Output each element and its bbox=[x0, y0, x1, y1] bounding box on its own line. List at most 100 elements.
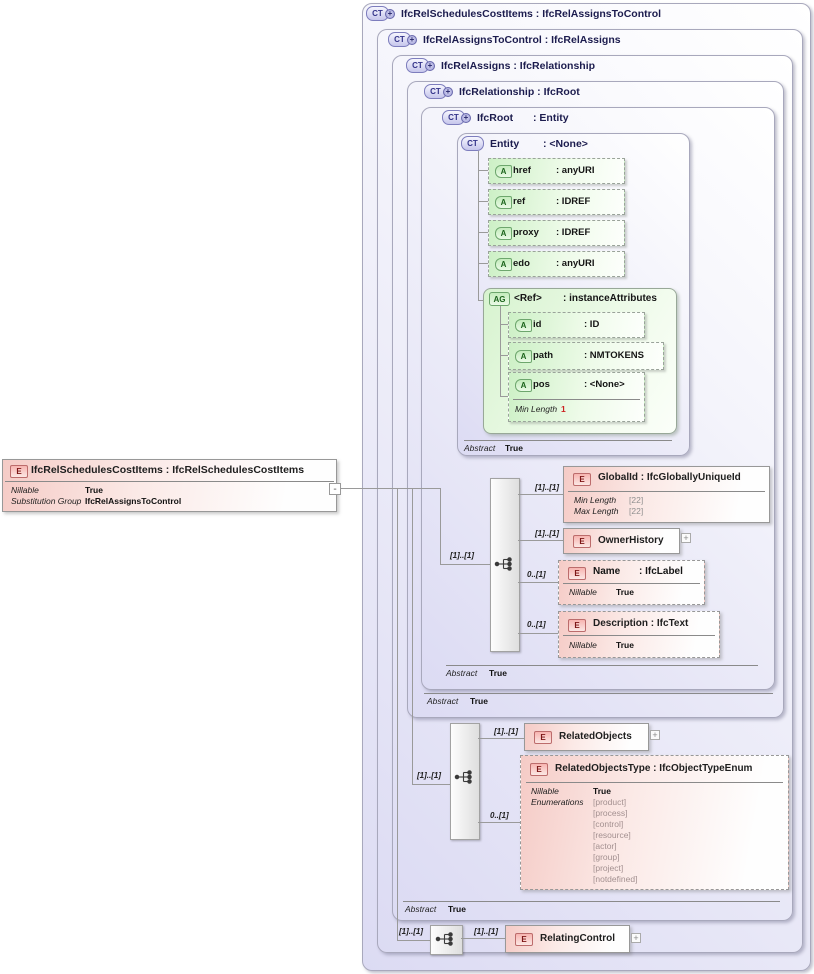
sequence-cardinality: [1]..[1] bbox=[399, 927, 423, 936]
connector-line bbox=[500, 355, 508, 356]
attribute-name: path bbox=[533, 350, 554, 361]
complex-type-icon: CT+ bbox=[366, 6, 395, 21]
plus-badge-icon: + bbox=[425, 60, 435, 71]
abstract-label: Abstract bbox=[464, 443, 496, 453]
expand-icon[interactable]: + bbox=[681, 533, 691, 543]
plus-badge-icon: + bbox=[443, 86, 453, 97]
connector-line bbox=[478, 201, 488, 202]
property-label: Nillable bbox=[11, 485, 39, 495]
sequence-compositor[interactable] bbox=[430, 925, 463, 955]
abstract-separator bbox=[403, 901, 780, 902]
property-separator bbox=[526, 782, 783, 783]
element-globalid[interactable]: E GlobalId : IfcGloballyUniqueId Min Len… bbox=[563, 466, 770, 523]
connector-line bbox=[518, 633, 558, 634]
facet-separator bbox=[513, 399, 640, 400]
attribute-href[interactable]: A href: anyURI bbox=[488, 158, 625, 184]
attribute-ref[interactable]: A ref : IDREF bbox=[488, 189, 625, 215]
attribute-name: ref bbox=[513, 196, 526, 207]
attribute-name: href bbox=[513, 165, 531, 176]
abstract-separator bbox=[424, 693, 773, 694]
collapse-icon[interactable]: - bbox=[329, 483, 341, 495]
element-title: OwnerHistory bbox=[598, 535, 664, 546]
attribute-proxy[interactable]: A proxy: IDREF bbox=[488, 220, 625, 246]
attribute-icon: A bbox=[515, 319, 532, 332]
plus-badge-icon: + bbox=[407, 34, 417, 45]
type-base: : Entity bbox=[533, 111, 569, 124]
element-icon: E bbox=[10, 465, 28, 478]
enum-value: [process] bbox=[593, 808, 628, 818]
property-separator bbox=[568, 491, 765, 492]
type-header-ifcrelationship[interactable]: CT+ IfcRelationship : IfcRoot bbox=[424, 84, 580, 99]
complex-type-icon: CT bbox=[461, 136, 484, 151]
element-description[interactable]: E Description : IfcText Nillable True bbox=[558, 611, 720, 658]
enum-value: [resource] bbox=[593, 830, 631, 840]
connector-line bbox=[518, 582, 558, 583]
complex-type-icon: CT+ bbox=[442, 110, 471, 125]
attribute-group-name: <Ref> bbox=[514, 293, 542, 304]
type-header-entity[interactable]: CT Entity: <None> bbox=[461, 136, 588, 151]
enum-value: [notdefined] bbox=[593, 874, 638, 884]
property-label: Nillable bbox=[531, 786, 559, 796]
property-value: True bbox=[616, 587, 634, 597]
connector-line bbox=[440, 488, 441, 564]
attribute-icon: A bbox=[495, 196, 512, 209]
element-icon: E bbox=[530, 763, 548, 776]
attribute-group-label: <Ref> : instanceAttributes bbox=[514, 293, 657, 304]
sequence-cardinality: [1]..[1] bbox=[450, 551, 474, 560]
type-header-ifcrelassigns[interactable]: CT+ IfcRelAssigns : IfcRelationship bbox=[406, 58, 595, 73]
element-cardinality: 0..[1] bbox=[527, 620, 546, 629]
attribute-pos[interactable]: A pos: <None> Min Length 1 bbox=[508, 372, 645, 422]
type-title: IfcRelAssignsToControl : IfcRelAssigns bbox=[423, 33, 621, 46]
property-label: Enumerations bbox=[531, 797, 584, 807]
abstract-label: Abstract bbox=[446, 668, 478, 678]
complex-type-icon: CT+ bbox=[406, 58, 435, 73]
property-separator bbox=[563, 635, 715, 636]
element-declaration-box[interactable]: E IfcRelSchedulesCostItems : IfcRelSched… bbox=[2, 459, 337, 512]
expand-icon[interactable]: + bbox=[650, 730, 660, 740]
sequence-icon bbox=[435, 932, 453, 946]
abstract-value: True bbox=[448, 904, 466, 914]
connector-line bbox=[440, 564, 490, 565]
element-icon: E bbox=[534, 731, 552, 744]
plus-badge-icon: + bbox=[385, 8, 395, 19]
type-name: IfcRoot bbox=[477, 111, 514, 124]
element-name-text: Name bbox=[593, 566, 621, 577]
property-value: True bbox=[593, 786, 611, 796]
attribute-id[interactable]: A id: ID bbox=[508, 312, 645, 338]
attribute-label: edo: anyURI bbox=[513, 258, 595, 269]
attribute-path[interactable]: A path: NMTOKENS bbox=[508, 342, 664, 370]
abstract-value: True bbox=[470, 696, 488, 706]
sequence-icon bbox=[494, 557, 512, 571]
attribute-edo[interactable]: A edo: anyURI bbox=[488, 251, 625, 277]
element-icon: E bbox=[568, 567, 586, 580]
attribute-group-type: : instanceAttributes bbox=[563, 293, 657, 304]
attribute-label: id: ID bbox=[533, 319, 599, 330]
complex-type-icon: CT+ bbox=[388, 32, 417, 47]
element-ownerhistory[interactable]: E OwnerHistory bbox=[563, 528, 680, 554]
expand-icon[interactable]: + bbox=[631, 933, 641, 943]
element-type-text: : IfcLabel bbox=[639, 566, 683, 577]
connector-line bbox=[478, 738, 524, 739]
property-value: True bbox=[616, 640, 634, 650]
attribute-group-icon: AG bbox=[489, 292, 510, 306]
element-relatedobjectstype[interactable]: E RelatedObjectsType : IfcObjectTypeEnum… bbox=[520, 755, 789, 890]
facet-value: 1 bbox=[561, 404, 566, 414]
type-header-ifcrelassignstocontrol[interactable]: CT+ IfcRelAssignsToControl : IfcRelAssig… bbox=[388, 32, 621, 47]
type-header-ifcroot[interactable]: CT+ IfcRoot : Entity bbox=[442, 110, 569, 125]
type-title: IfcRelSchedulesCostItems : IfcRelAssigns… bbox=[401, 7, 662, 20]
type-header-ifcrelschedulescostitems[interactable]: CT+ IfcRelSchedulesCostItems : IfcRelAss… bbox=[366, 6, 661, 21]
element-title: GlobalId : IfcGloballyUniqueId bbox=[598, 472, 741, 483]
connector-line bbox=[478, 232, 488, 233]
attribute-type: : <None> bbox=[584, 379, 625, 390]
property-label: Min Length bbox=[574, 495, 617, 505]
element-name[interactable]: E Name: IfcLabel Nillable True bbox=[558, 560, 705, 605]
element-title: IfcRelSchedulesCostItems : IfcRelSchedul… bbox=[31, 464, 305, 476]
element-relatingcontrol[interactable]: E RelatingControl bbox=[505, 925, 630, 953]
connector-line bbox=[461, 938, 505, 939]
attribute-type: : anyURI bbox=[556, 258, 595, 269]
attribute-type: : IDREF bbox=[556, 196, 591, 207]
element-cardinality: 0..[1] bbox=[490, 811, 509, 820]
element-cardinality: [1]..[1] bbox=[535, 529, 559, 538]
element-relatedobjects[interactable]: E RelatedObjects bbox=[524, 723, 649, 751]
element-title: RelatedObjectsType : IfcObjectTypeEnum bbox=[555, 763, 753, 774]
